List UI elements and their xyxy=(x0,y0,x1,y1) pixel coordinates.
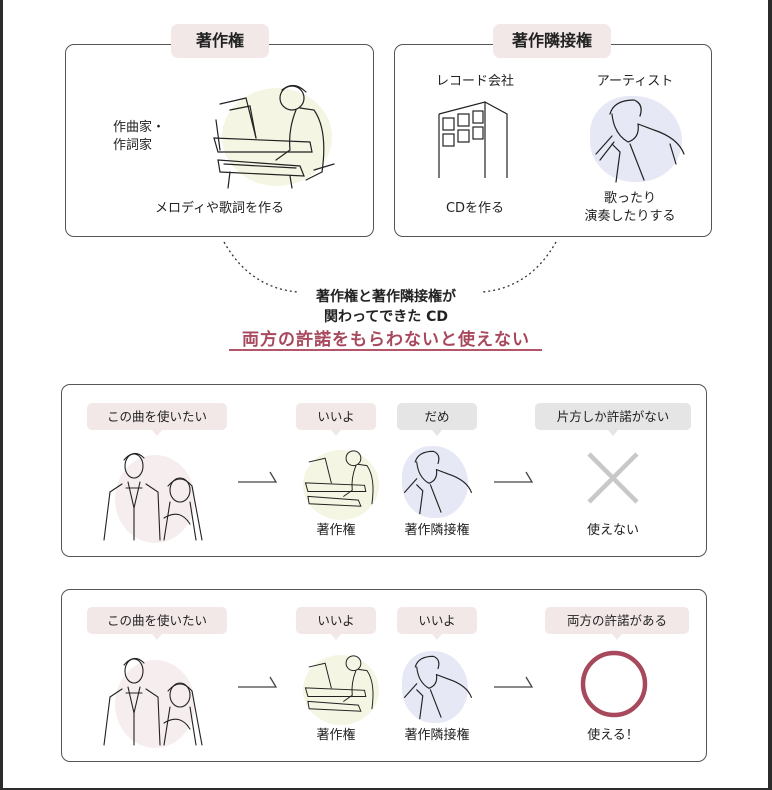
scenario-1-result-bubble: 片方しか許諾がない xyxy=(535,403,691,436)
scenario-2-copyright-label: 著作権 xyxy=(316,728,356,743)
scenario-2-requester-bubble: この曲を使いたい xyxy=(87,607,227,640)
scenario-1-copyright-label: 著作権 xyxy=(316,523,356,538)
scenario-1-arrow-2-icon xyxy=(494,470,534,484)
scenario-2-neighboring-bubble: いいよ xyxy=(397,607,477,640)
copyright-caption: メロディや歌詞を作る xyxy=(154,201,285,216)
scenario-2-singer-blob xyxy=(402,651,468,723)
scenario-1-result-label: 使えない xyxy=(586,523,639,538)
scenario-1-singer-blob xyxy=(402,446,468,518)
creator-label-line1: 作曲家・ xyxy=(113,120,166,135)
scenario-1-neighboring-label: 著作隣接権 xyxy=(404,523,470,538)
scenario-2-couple-blob xyxy=(115,660,195,748)
frame-left-border xyxy=(0,0,3,790)
scenario-2-couple-illustration xyxy=(100,653,220,749)
artist-caption-line2: 演奏したりする xyxy=(584,209,676,224)
scenario-2-pianist-illustration xyxy=(303,651,383,721)
scenario-1-singer-illustration xyxy=(400,446,476,516)
scenario-2-arrow-1-icon xyxy=(238,675,278,689)
scenario-2-result-label: 使える！ xyxy=(587,728,639,743)
middle-line1: 著作権と著作隣接権が xyxy=(316,289,456,305)
scenario-2-result-bubble: 両方の許諾がある xyxy=(545,607,689,640)
middle-line2: 関わってできた CD xyxy=(323,309,449,325)
scenario-1-neighboring-bubble: だめ xyxy=(397,403,477,436)
frame-right-border xyxy=(768,0,772,790)
artist-caption-line1: 歌ったり xyxy=(603,191,656,206)
neighboring-tag: 著作隣接権 xyxy=(493,24,611,58)
emphasis-text: 両方の許諾をもらわないと使えない xyxy=(242,330,530,350)
scenario-1-requester-bubble: この曲を使いたい xyxy=(87,403,227,436)
dotted-arc-connector xyxy=(220,240,560,300)
pianist-illustration xyxy=(210,80,340,190)
scenario-2-copyright-bubble: いいよ xyxy=(296,607,376,640)
scenario-2-neighboring-label: 著作隣接権 xyxy=(404,728,470,743)
scenario-2-arrow-2-icon xyxy=(494,675,534,689)
scenario-1-pianist-blob xyxy=(303,450,379,520)
creator-label-line2: 作詞家 xyxy=(113,138,153,153)
copyright-tag: 著作権 xyxy=(171,24,269,58)
record-company-label: レコード会社 xyxy=(435,74,514,89)
emphasis-underline xyxy=(229,349,542,351)
artist-label: アーティスト xyxy=(596,74,674,89)
scenario-1-copyright-bubble: いいよ xyxy=(296,403,376,436)
record-company-caption: CDを作る xyxy=(445,201,505,216)
scenario-1-pianist-illustration xyxy=(303,446,383,516)
scenario-2-singer-illustration xyxy=(400,651,476,721)
scenario-1-couple-blob xyxy=(115,455,195,543)
scenario-1-couple-illustration xyxy=(100,448,220,544)
scenario-1-arrow-1-icon xyxy=(238,470,278,484)
singer-bg-blob xyxy=(590,96,682,182)
singer-illustration xyxy=(590,94,690,184)
building-illustration xyxy=(435,100,515,180)
circle-ok-icon xyxy=(579,649,649,719)
cross-icon xyxy=(585,452,641,504)
scenario-2-pianist-blob xyxy=(303,655,379,725)
frame-bottom-border xyxy=(0,788,772,790)
